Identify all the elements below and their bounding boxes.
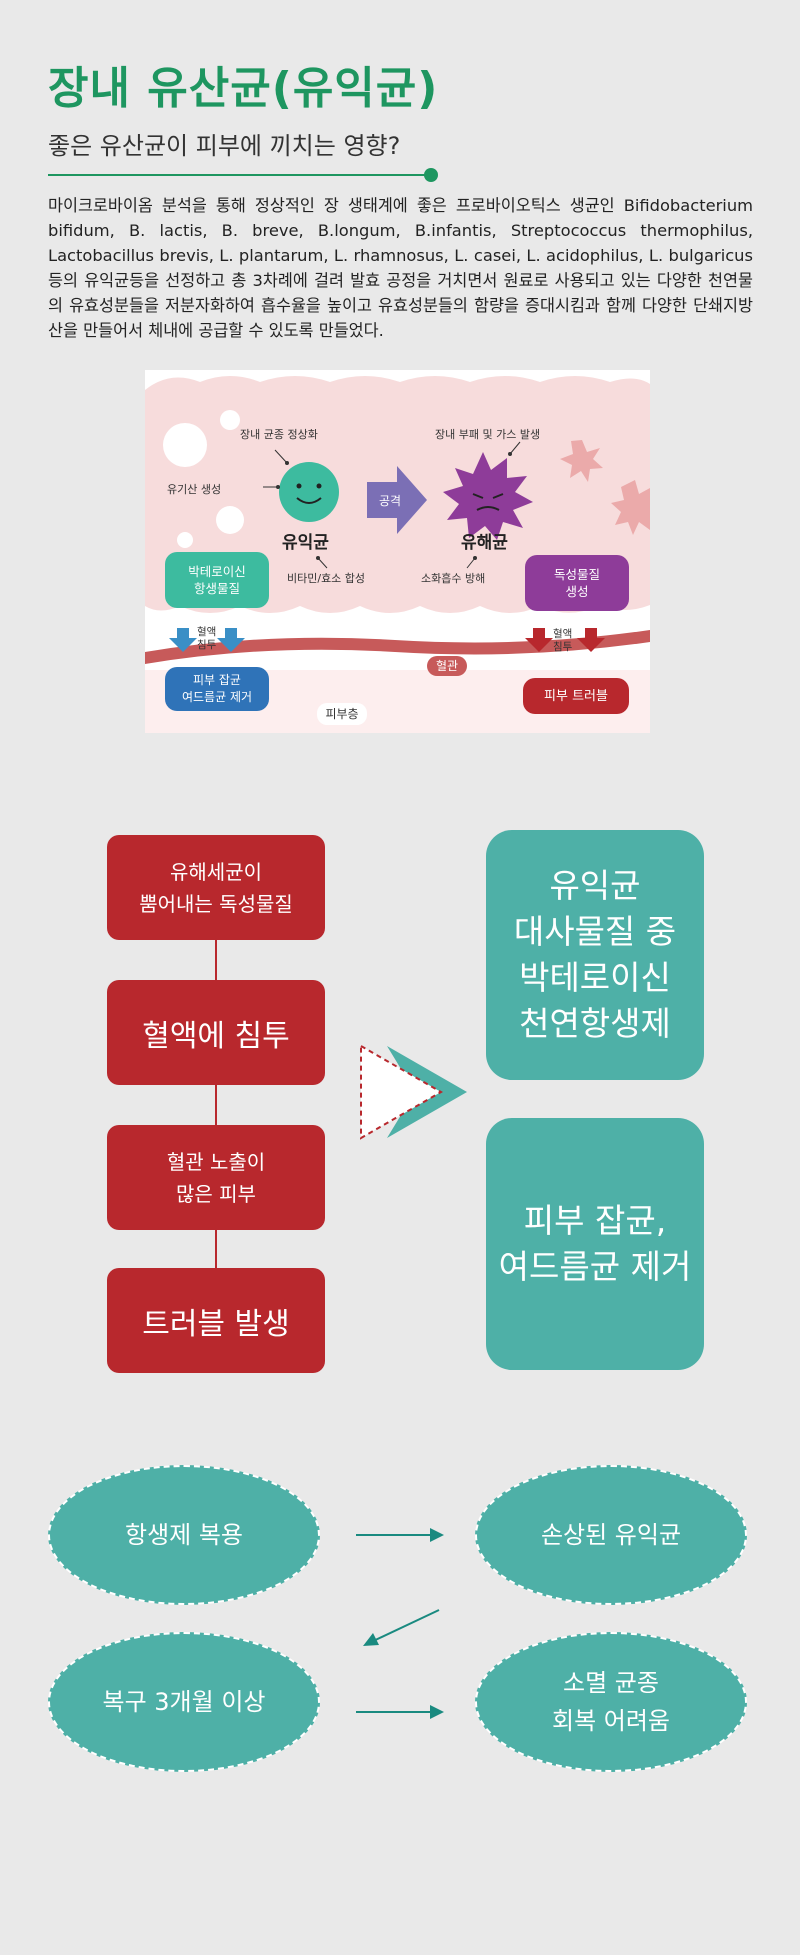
bubble — [216, 506, 244, 534]
cycle-damaged-bacteria: 손상된 유익균 — [475, 1465, 747, 1605]
gut-illustration: 장내 균종 정상화 유기산 생성 유익균 공격 장내 부패 및 가스 발생 유해… — [145, 370, 650, 733]
pill-toxin: 독성물질 생성 — [525, 555, 629, 611]
bubble — [177, 532, 193, 548]
label-skin-layer: 피부층 — [317, 703, 367, 725]
pink-star — [611, 480, 650, 535]
flow-connector-line — [215, 940, 217, 1275]
label-normalize: 장내 균종 정상화 — [240, 428, 318, 441]
label-putrefaction: 장내 부패 및 가스 발생 — [435, 428, 541, 441]
label-blood-left: 혈액 침투 — [197, 626, 217, 651]
flow-box-blood: 혈액에 침투 — [107, 980, 325, 1085]
good-bacteria-icon — [279, 462, 339, 522]
teal-box-bacteriocin: 유익균 대사물질 중 박테로이신 천연항생제 — [486, 830, 704, 1080]
flow-arrow-icon — [360, 1044, 467, 1140]
down-arrow-icon — [525, 628, 553, 652]
down-arrow-icon — [169, 628, 197, 652]
label-attack: 공격 — [379, 494, 402, 508]
attack-arrow-icon — [367, 466, 427, 534]
cycle-extinct: 소멸 균종 회복 어려움 — [475, 1632, 747, 1772]
page-subtitle: 좋은 유산균이 피부에 끼치는 영향? — [48, 132, 401, 160]
label-vitamin: 비타민/효소 합성 — [287, 572, 366, 585]
label-organic-acid: 유기산 생성 — [167, 483, 222, 496]
arrow-down-left-icon — [363, 1609, 440, 1646]
label-digestion: 소화흡수 방해 — [421, 572, 486, 585]
arrow-right-icon — [356, 1528, 444, 1542]
label-good-bacteria: 유익균 — [282, 533, 329, 553]
label-bad-bacteria: 유해균 — [461, 533, 508, 553]
pill-bacteriocin: 박테로이신 항생물질 — [165, 552, 269, 608]
down-arrow-icon — [217, 628, 245, 652]
down-arrow-icon — [577, 628, 605, 652]
title-divider — [48, 174, 428, 176]
pill-trouble: 피부 트러블 — [523, 678, 629, 714]
cycle-recovery: 복구 3개월 이상 — [48, 1632, 320, 1772]
label-vessel: 혈관 — [427, 656, 467, 676]
teal-box-skin-clean: 피부 잡균, 여드름균 제거 — [486, 1118, 704, 1370]
bubble — [163, 423, 207, 467]
label-blood-right: 혈액 침투 — [553, 628, 573, 653]
arrow-right-icon — [356, 1705, 444, 1719]
flow-box-skin: 혈관 노출이 많은 피부 — [107, 1125, 325, 1230]
blood-vessel — [145, 630, 650, 664]
gut-illustration-shapes — [145, 376, 650, 733]
bad-bacteria-icon — [443, 452, 533, 540]
page-title: 장내 유산균(유익균) — [48, 63, 439, 114]
divider-dot — [424, 168, 438, 182]
flow-box-toxin: 유해세균이 뿜어내는 독성물질 — [107, 835, 325, 940]
pill-skin-clean: 피부 잡균 여드름균 제거 — [165, 667, 269, 711]
intro-paragraph: 마이크로바이옴 분석을 통해 정상적인 장 생태계에 좋은 프로바이오틱스 생균… — [48, 196, 753, 340]
flow-box-trouble: 트러블 발생 — [107, 1268, 325, 1373]
bubble — [220, 410, 240, 430]
cycle-antibiotics: 항생제 복용 — [48, 1465, 320, 1605]
pink-star — [560, 440, 603, 482]
